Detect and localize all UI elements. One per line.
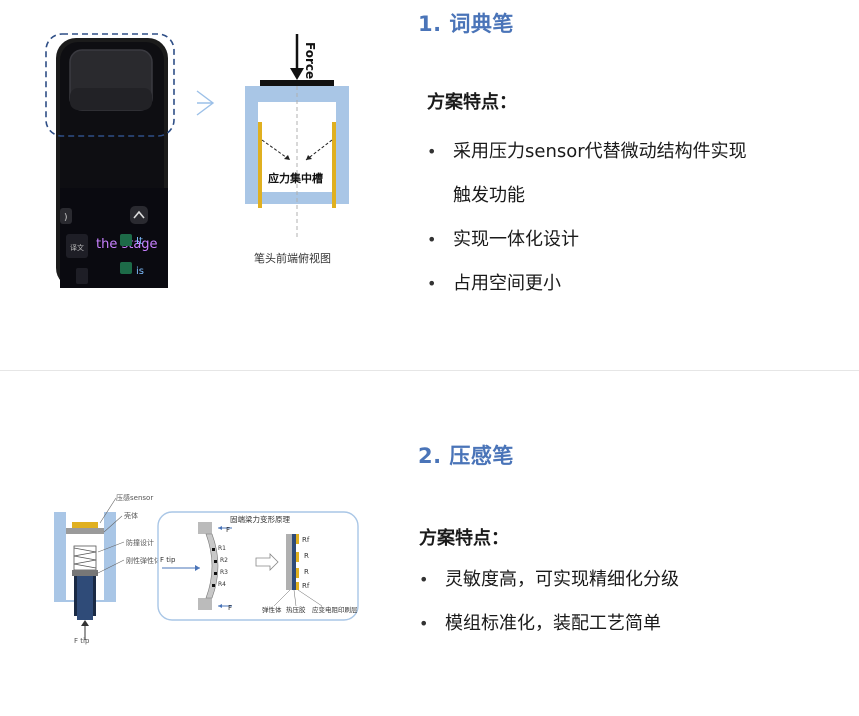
section1-bullet-1-line1: 采用压力sensor代替微动结构件实现 <box>453 141 747 162</box>
label-shell: 壳体 <box>124 511 138 520</box>
pen-device-image: ) 译文 the stage It is <box>56 38 168 288</box>
top-view-diagram <box>245 34 349 238</box>
rf-label-2: R <box>304 552 309 560</box>
r-label-3: R3 <box>220 569 228 576</box>
device-text-c: is <box>136 266 144 277</box>
beam-deformation-diagram <box>157 511 359 621</box>
pen-tip-highlight <box>45 33 175 137</box>
label-sensor: 压感sensor <box>116 493 153 502</box>
chevron-right-icon <box>196 90 215 116</box>
force-label: Force <box>303 42 317 79</box>
pen-cross-section <box>54 497 125 640</box>
section2-figure: 压感sensor 壳体 防撞设计 刚性弹性体 F tip 固端梁力变形原理 F … <box>54 493 359 645</box>
section1-title: 1. 词典笔 <box>418 12 514 36</box>
section1-bullet-2-text: 实现一体化设计 <box>453 229 579 250</box>
label-buffer: 防撞设计 <box>126 538 154 547</box>
section2-features-title: 方案特点： <box>419 528 509 549</box>
section2-bullet-1: 灵敏度高，可实现精细化分级 <box>419 558 839 602</box>
r-label-4: R4 <box>218 581 226 588</box>
ftip-arrow-label: F tip <box>160 556 176 564</box>
section1-features-title: 方案特点： <box>427 92 517 113</box>
section-divider <box>0 370 859 371</box>
r-label-1: R1 <box>218 545 226 552</box>
svg-text:): ) <box>64 213 68 223</box>
ftip-label: F tip <box>74 637 90 645</box>
bottom-label-3: 应变电阻印刷层 <box>312 605 358 614</box>
section2-bullet-2-text: 模组标准化，装配工艺简单 <box>445 613 661 634</box>
groove-label: 应力集中槽 <box>268 171 323 185</box>
label-spring: 刚性弹性体 <box>126 556 161 565</box>
section2-bullet-2: 模组标准化，装配工艺简单 <box>419 602 839 646</box>
bottom-label-2: 热压胶 <box>286 605 306 614</box>
section2-title: 2. 压感笔 <box>418 444 514 468</box>
f-label-top: F <box>226 526 230 534</box>
f-label-bottom: F <box>228 604 232 612</box>
section1-bullet-1: 采用压力sensor代替微动结构件实现 触发功能 <box>427 130 847 218</box>
diagram-title: 固端梁力变形原理 <box>230 514 290 524</box>
bottom-label-1: 弹性体 <box>262 605 282 614</box>
rf-label-3: R <box>304 568 309 576</box>
section1-bullet-list: 采用压力sensor代替微动结构件实现 触发功能 实现一体化设计 占用空间更小 <box>427 130 847 306</box>
section1-bullet-1-line2: 触发功能 <box>453 185 525 206</box>
svg-text:译文: 译文 <box>70 243 84 252</box>
section1-bullet-3-text: 占用空间更小 <box>453 273 561 294</box>
r-label-2: R2 <box>220 557 228 564</box>
rf-label-1: Rf <box>302 536 310 544</box>
figure-caption: 笔头前端俯视图 <box>254 251 331 265</box>
rf-label-4: Rf <box>302 582 310 590</box>
section1-figure: ) 译文 the stage It is Force 应力集中槽 笔头前端俯视图 <box>45 33 349 288</box>
section2-bullet-list: 灵敏度高，可实现精细化分级 模组标准化，装配工艺简单 <box>419 558 839 646</box>
section1-bullet-3: 占用空间更小 <box>427 262 847 306</box>
section1-bullet-2: 实现一体化设计 <box>427 218 847 262</box>
device-text-b: It <box>136 236 143 247</box>
section2-bullet-1-text: 灵敏度高，可实现精细化分级 <box>445 569 679 590</box>
